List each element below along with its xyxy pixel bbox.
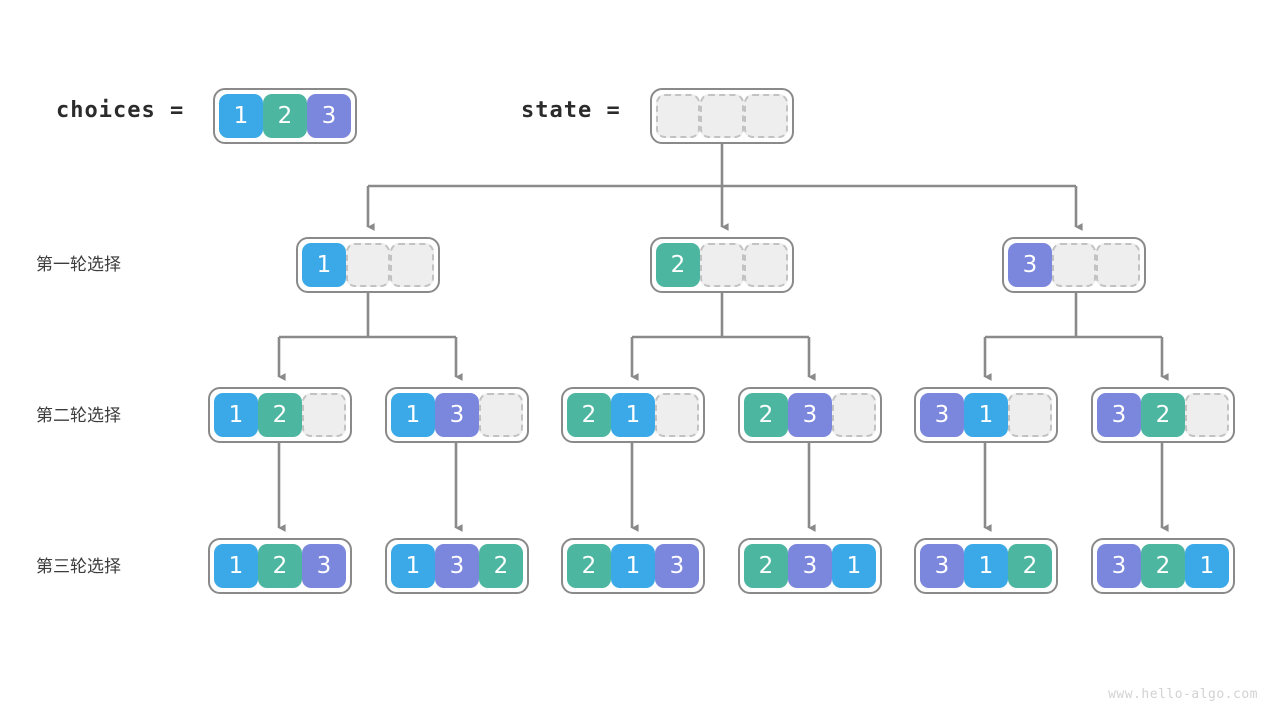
level2-node-1: 1 3 [385, 387, 529, 443]
level3-node-5: 3 2 1 [1091, 538, 1235, 594]
cell: 1 [964, 393, 1008, 437]
cell-empty [1096, 243, 1140, 287]
cell: 2 [567, 393, 611, 437]
cell-empty [390, 243, 434, 287]
state-label: state = [521, 98, 621, 123]
cell: 2 [656, 243, 700, 287]
level2-node-0: 1 2 [208, 387, 352, 443]
cell: 3 [1097, 393, 1141, 437]
row-label-round-3: 第三轮选择 [36, 557, 121, 577]
level3-node-0: 1 2 3 [208, 538, 352, 594]
level1-node-1: 2 [650, 237, 794, 293]
choices-cell-2: 3 [307, 94, 351, 138]
state-array [650, 88, 794, 144]
cell-empty [479, 393, 523, 437]
cell: 2 [1141, 393, 1185, 437]
choices-cell-0: 1 [219, 94, 263, 138]
cell: 3 [788, 544, 832, 588]
cell: 3 [920, 544, 964, 588]
cell: 3 [920, 393, 964, 437]
cell: 3 [655, 544, 699, 588]
choices-label: choices = [56, 98, 185, 123]
level2-node-5: 3 2 [1091, 387, 1235, 443]
cell: 3 [1008, 243, 1052, 287]
cell-empty [832, 393, 876, 437]
cell: 1 [611, 393, 655, 437]
choices-cell-1: 2 [263, 94, 307, 138]
cell: 3 [788, 393, 832, 437]
cell-empty [744, 243, 788, 287]
level3-node-4: 3 1 2 [914, 538, 1058, 594]
cell-empty [1185, 393, 1229, 437]
cell: 2 [567, 544, 611, 588]
level3-node-1: 1 3 2 [385, 538, 529, 594]
cell: 1 [1185, 544, 1229, 588]
cell-empty [346, 243, 390, 287]
state-cell-2 [744, 94, 788, 138]
cell: 2 [258, 544, 302, 588]
cell: 1 [611, 544, 655, 588]
state-cell-1 [700, 94, 744, 138]
level3-node-2: 2 1 3 [561, 538, 705, 594]
level1-node-0: 1 [296, 237, 440, 293]
cell-empty [1008, 393, 1052, 437]
level2-node-3: 2 3 [738, 387, 882, 443]
cell-empty [700, 243, 744, 287]
row-label-round-1: 第一轮选择 [36, 255, 121, 275]
cell: 2 [479, 544, 523, 588]
cell: 2 [1008, 544, 1052, 588]
cell-empty [302, 393, 346, 437]
watermark: www.hello-algo.com [1108, 687, 1258, 702]
cell: 1 [391, 393, 435, 437]
cell: 3 [1097, 544, 1141, 588]
cell: 1 [302, 243, 346, 287]
cell: 3 [435, 544, 479, 588]
cell: 1 [214, 393, 258, 437]
cell: 1 [832, 544, 876, 588]
cell: 3 [435, 393, 479, 437]
state-cell-0 [656, 94, 700, 138]
cell: 1 [391, 544, 435, 588]
row-label-round-2: 第二轮选择 [36, 406, 121, 426]
cell: 3 [302, 544, 346, 588]
level2-node-2: 2 1 [561, 387, 705, 443]
cell-empty [1052, 243, 1096, 287]
cell-empty [655, 393, 699, 437]
level1-node-2: 3 [1002, 237, 1146, 293]
cell: 2 [744, 544, 788, 588]
level3-node-3: 2 3 1 [738, 538, 882, 594]
cell: 2 [258, 393, 302, 437]
cell: 2 [1141, 544, 1185, 588]
choices-array: 1 2 3 [213, 88, 357, 144]
level2-node-4: 3 1 [914, 387, 1058, 443]
cell: 1 [964, 544, 1008, 588]
cell: 2 [744, 393, 788, 437]
cell: 1 [214, 544, 258, 588]
